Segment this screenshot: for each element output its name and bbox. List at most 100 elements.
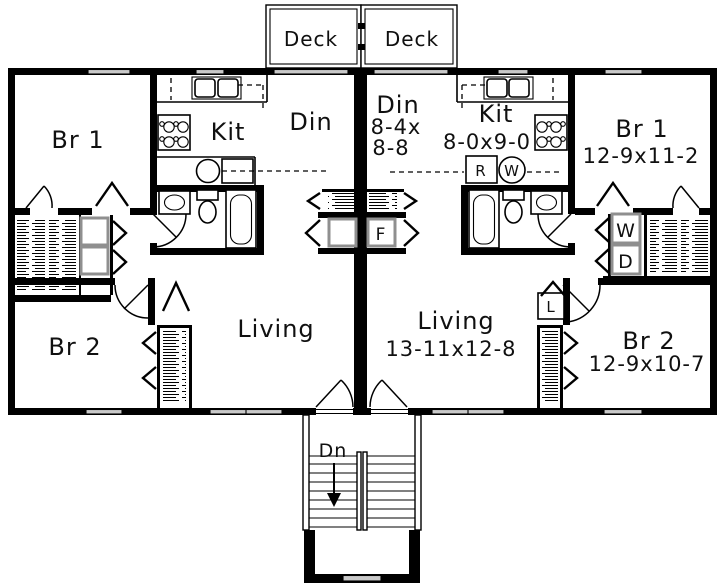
deck-post xyxy=(358,23,365,29)
kitchen-sink-icon xyxy=(508,78,530,98)
bifold-chevron-icon xyxy=(563,366,579,390)
door-ajar-icon xyxy=(596,180,630,207)
water-heater-label: W xyxy=(504,162,520,180)
linen-closet-box xyxy=(537,292,565,320)
dryer-label: D xyxy=(618,251,634,273)
room-label-living-right: Living xyxy=(417,307,494,335)
closet-shelving xyxy=(17,193,708,401)
bifold-chevron-icon xyxy=(594,248,610,274)
bifold-chevron-icon xyxy=(594,217,610,243)
water-heater-icon xyxy=(498,156,526,184)
linen-label: L xyxy=(546,298,555,316)
range-label: R xyxy=(475,162,486,180)
bifold-chevron-icon xyxy=(403,219,420,247)
door-swing-arc xyxy=(25,185,53,209)
furnace-box-left xyxy=(327,217,358,248)
vanity-sink-icon xyxy=(158,190,191,215)
room-label-br1-left: Br 1 xyxy=(51,126,104,154)
utility-boxes xyxy=(79,155,642,320)
doors xyxy=(25,180,700,408)
door-ajar-icon xyxy=(95,180,129,207)
bifold-chevron-icon xyxy=(305,192,321,210)
sliding-door xyxy=(373,68,449,75)
dryer-box xyxy=(610,243,642,276)
vanity-sink-icon xyxy=(530,190,563,215)
room-label-kit-right: Kit xyxy=(479,100,514,128)
door-swing-arc xyxy=(562,284,601,323)
door-swing-arc xyxy=(537,213,572,248)
bifold-chevron-icon xyxy=(112,220,128,246)
room-label-living-left: Living xyxy=(237,315,314,343)
room-label-din-left: Din xyxy=(289,108,332,136)
bifold-chevron-icon xyxy=(403,192,419,210)
appliance-box xyxy=(79,216,110,247)
bathtub-icon xyxy=(225,189,257,249)
window xyxy=(604,68,643,75)
entry-door-gap xyxy=(316,408,353,415)
walls xyxy=(8,68,717,415)
kitchen-sink-icon xyxy=(217,78,239,98)
stairwell xyxy=(302,414,422,583)
door-ajar-icon xyxy=(540,280,566,297)
entry-door-gap xyxy=(371,408,408,415)
br2-right-dimension: 12-9x10-7 xyxy=(589,352,706,376)
bifold-chevron-icon xyxy=(141,331,157,355)
bifold-door-chevrons xyxy=(112,192,610,390)
kitchen-left xyxy=(157,75,330,185)
window xyxy=(87,68,131,75)
down-arrow-icon xyxy=(327,463,341,507)
lower-landing xyxy=(304,530,420,583)
sliding-door xyxy=(273,68,349,75)
room-label-br1-right: Br 1 xyxy=(615,115,668,143)
deck-right-label: Deck xyxy=(385,27,439,51)
washer-box xyxy=(610,212,642,245)
room-label-kit-left: Kit xyxy=(211,118,246,146)
bathroom-right xyxy=(468,189,563,249)
deck-post xyxy=(358,44,365,50)
toilet-icon xyxy=(196,189,219,224)
door-swing-arc xyxy=(672,185,700,209)
room-label-din-right: Din xyxy=(376,91,419,119)
bathroom-left xyxy=(158,189,257,249)
entry-door-arc xyxy=(315,379,354,408)
deck-left xyxy=(265,4,362,69)
window xyxy=(603,408,643,415)
appliance-box xyxy=(79,245,110,276)
window xyxy=(342,574,382,582)
stove-icon xyxy=(534,114,568,151)
kitchen-sink-icon xyxy=(486,78,508,98)
living-right-dimension: 13-11x12-8 xyxy=(385,337,516,361)
kitchen-sink-icon xyxy=(194,78,216,98)
kit-right-dimension: 8-0x9-0 xyxy=(443,130,531,154)
entry-door-arc xyxy=(369,379,408,408)
din-right-dimension: 8-8 xyxy=(372,136,409,160)
stairs-down-label: Dn xyxy=(319,440,348,462)
bifold-chevron-icon xyxy=(563,331,579,355)
room-label-br2-right: Br 2 xyxy=(622,327,675,355)
br1-right-dimension: 12-9x11-2 xyxy=(583,144,700,168)
bathtub-icon xyxy=(468,189,500,249)
furnace-label: F xyxy=(376,225,387,245)
din-right-dimension: 8-4x xyxy=(371,115,422,139)
window xyxy=(85,408,123,415)
deck-left-label: Deck xyxy=(284,27,338,51)
window xyxy=(497,68,529,75)
bifold-chevron-icon xyxy=(141,366,157,390)
door-swing-arc xyxy=(114,284,149,319)
stove-icon xyxy=(157,114,191,151)
toilet-icon xyxy=(502,189,525,224)
basin-icon xyxy=(195,158,221,184)
bifold-chevron-icon xyxy=(304,219,321,247)
door-ajar-icon xyxy=(161,280,191,312)
dishwasher-box xyxy=(221,158,254,184)
range-box xyxy=(465,155,498,184)
room-label-br2-left: Br 2 xyxy=(48,333,101,361)
kitchen-right xyxy=(390,75,568,173)
furnace-box-right xyxy=(366,217,397,248)
deck-right xyxy=(360,4,458,69)
washer-label: W xyxy=(616,220,636,242)
bifold-chevron-icon xyxy=(112,249,128,275)
window xyxy=(195,68,225,75)
